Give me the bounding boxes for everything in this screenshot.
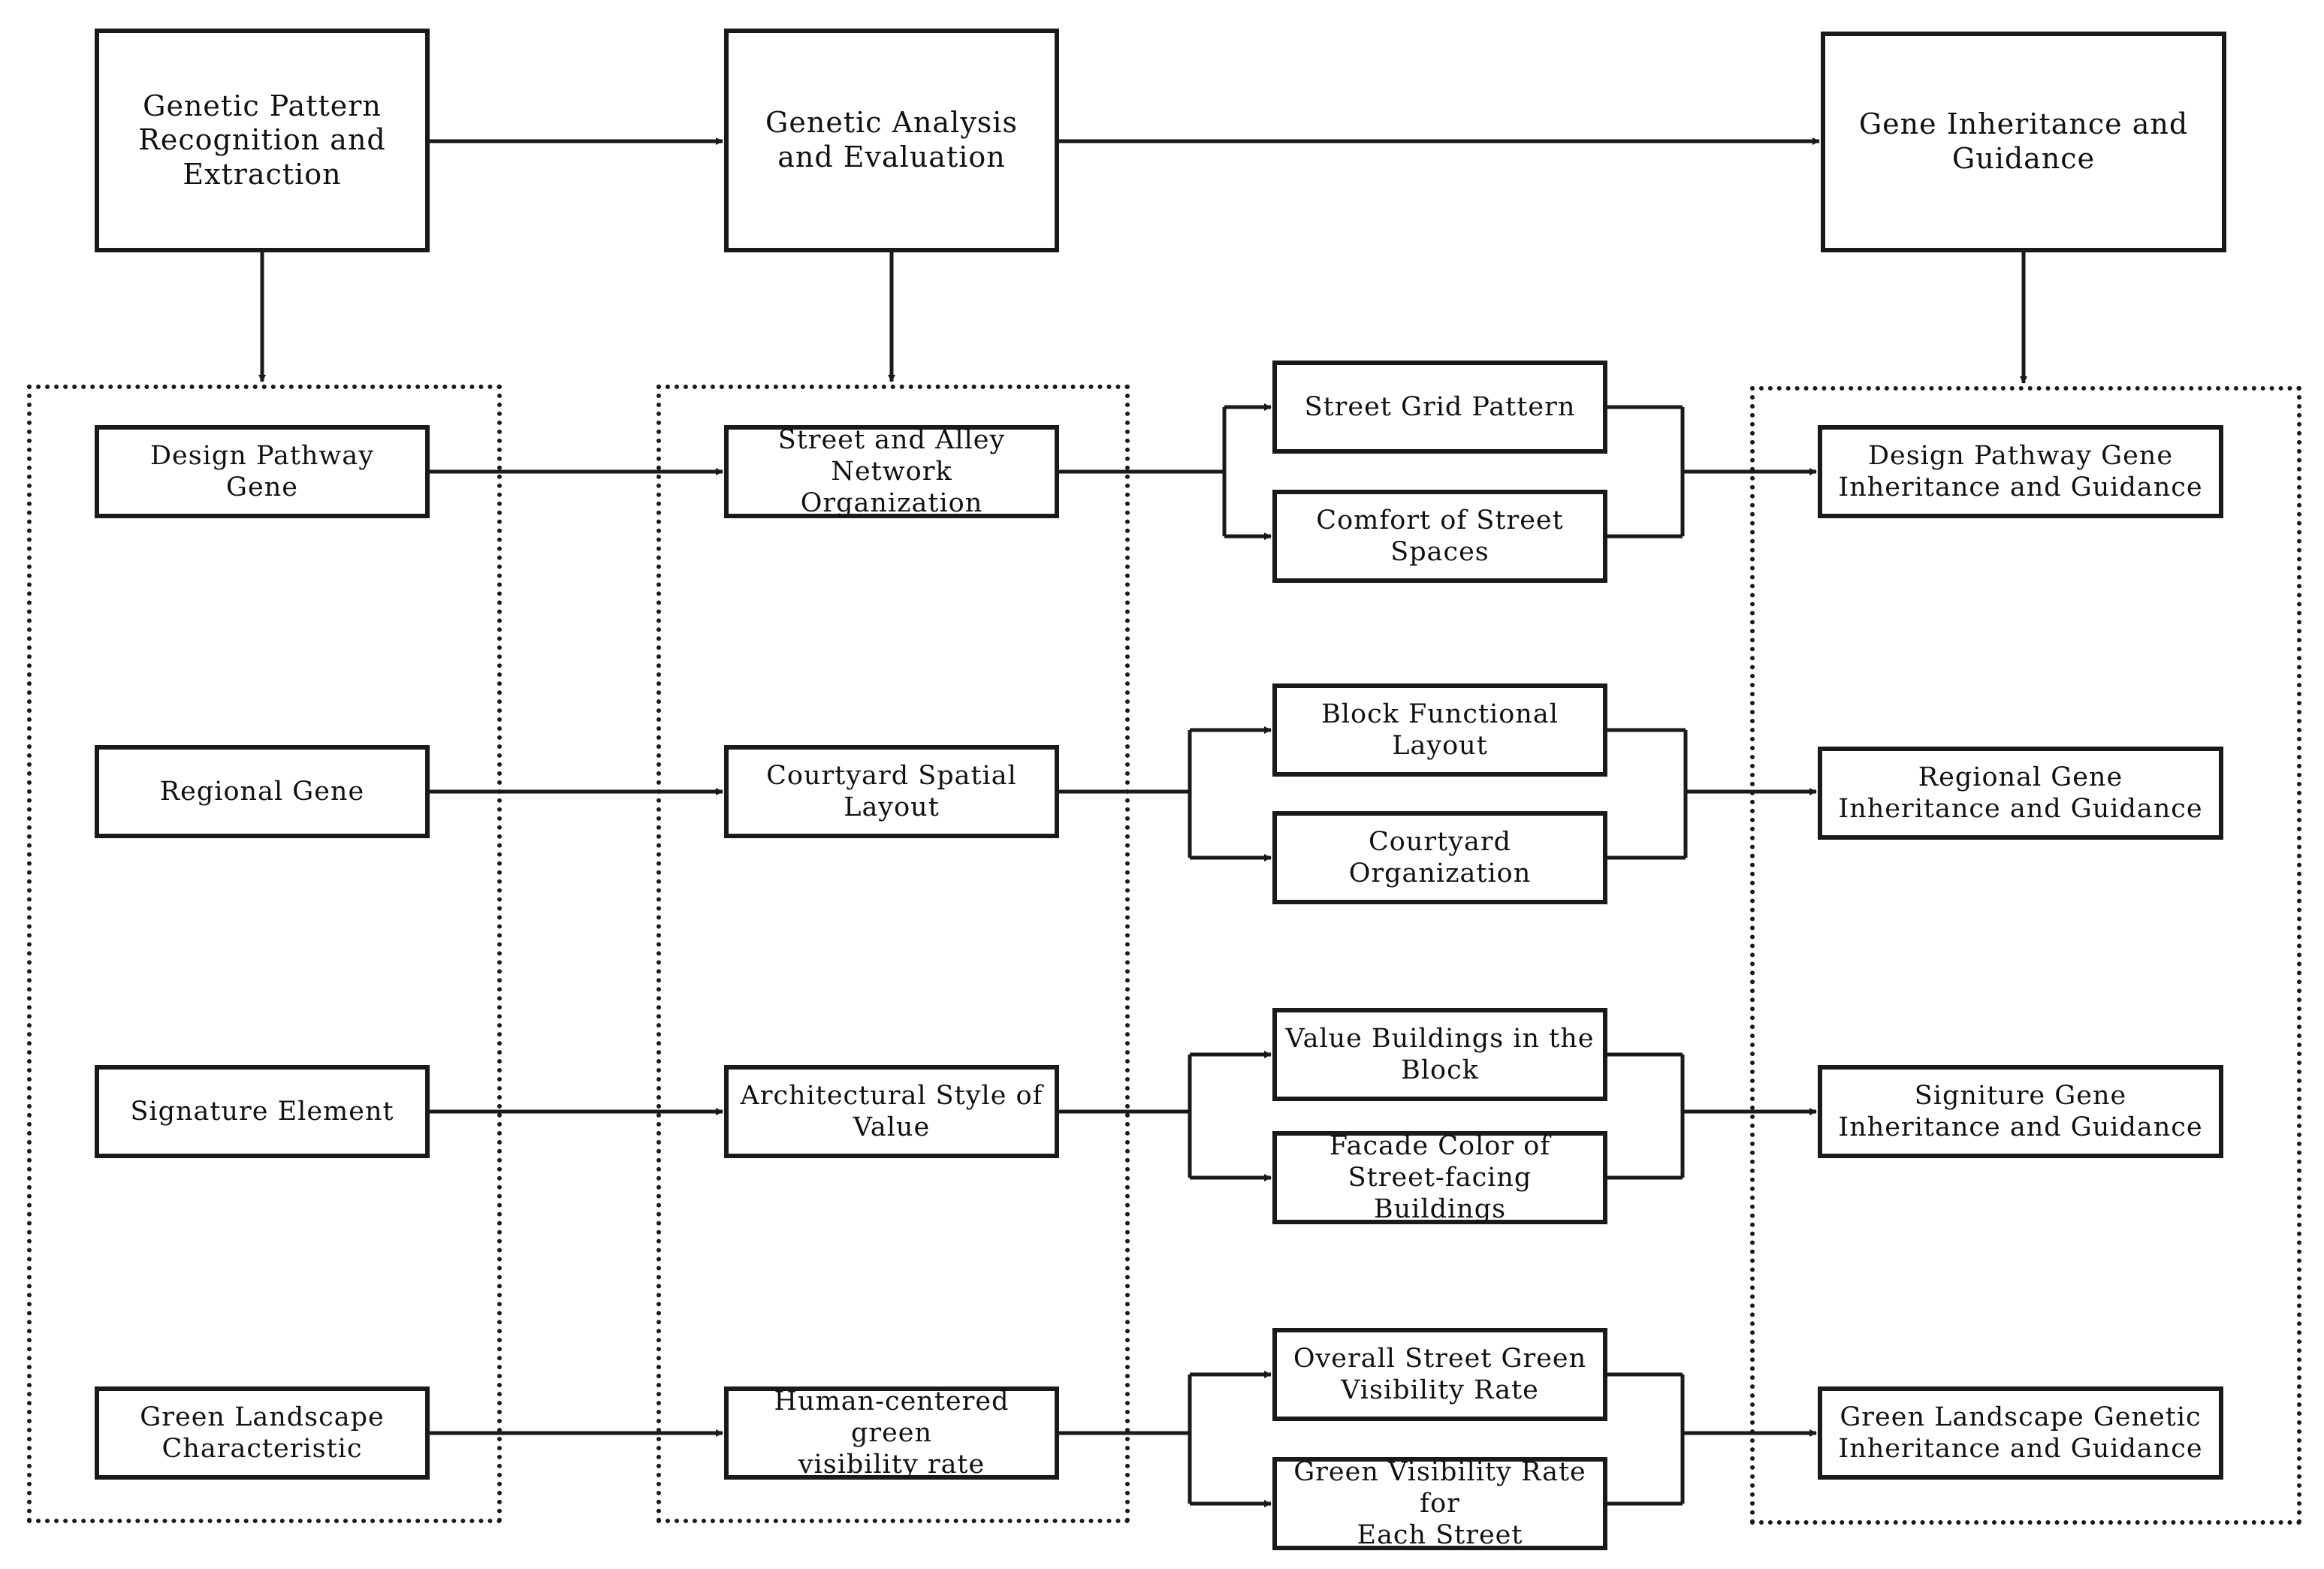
block-functional-layout-box: Block Functional Layout — [1272, 683, 1607, 777]
green-landscape-box: Green Landscape Characteristic — [95, 1386, 430, 1480]
courtyard-organization-label: Courtyard Organization — [1348, 827, 1532, 889]
green-landscape-label: Green Landscape Characteristic — [140, 1402, 385, 1464]
evaluation-box: Genetic Analysis and Evaluation — [724, 29, 1059, 252]
signiture-guidance-box: Signiture Gene Inheritance and Guidance — [1818, 1065, 2223, 1158]
green-visibility-rate-box: Human-centered green visibility rate — [724, 1386, 1059, 1480]
regional-gene-box: Regional Gene — [95, 745, 430, 838]
facade-color-box: Facade Color of Street-facing Buildings — [1272, 1131, 1607, 1224]
green-visibility-rate-label: Human-centered green visibility rate — [774, 1386, 1010, 1480]
extraction-box: Genetic Pattern Recognition and Extracti… — [95, 29, 430, 252]
regional-guidance-box: Regional Gene Inheritance and Guidance — [1818, 747, 2223, 840]
signiture-guidance-label: Signiture Gene Inheritance and Guidance — [1838, 1081, 2203, 1142]
guidance-box: Gene Inheritance and Guidance — [1821, 32, 2226, 252]
courtyard-spatial-layout-label: Courtyard Spatial Layout — [766, 761, 1017, 822]
courtyard-organization-box: Courtyard Organization — [1272, 811, 1607, 904]
design-pathway-guidance-box: Design Pathway Gene Inheritance and Guid… — [1818, 425, 2223, 518]
signature-element-label: Signature Element — [130, 1097, 394, 1127]
evaluation-label: Genetic Analysis and Evaluation — [765, 106, 1018, 173]
value-buildings-label: Value Buildings in the Block — [1285, 1024, 1595, 1085]
design-pathway-gene-box: Design Pathway Gene — [95, 425, 430, 518]
evaluation-group-frame — [656, 385, 1130, 1523]
signature-element-box: Signature Element — [95, 1065, 430, 1158]
green-landscape-guidance-label: Green Landscape Genetic Inheritance and … — [1838, 1402, 2203, 1464]
street-alley-network-box: Street and Alley Network Organization — [724, 425, 1059, 518]
overall-street-green-box: Overall Street Green Visibility Rate — [1272, 1328, 1607, 1421]
gene-group-frame — [27, 385, 502, 1523]
street-alley-network-label: Street and Alley Network Organization — [777, 425, 1006, 518]
value-buildings-box: Value Buildings in the Block — [1272, 1008, 1607, 1101]
guidance-label: Gene Inheritance and Guidance — [1858, 107, 2189, 175]
overall-street-green-label: Overall Street Green Visibility Rate — [1293, 1344, 1587, 1405]
design-pathway-guidance-label: Design Pathway Gene Inheritance and Guid… — [1838, 441, 2203, 502]
regional-gene-label: Regional Gene — [159, 777, 365, 807]
design-pathway-gene-label: Design Pathway Gene — [149, 441, 375, 502]
architectural-style-box: Architectural Style of Value — [724, 1065, 1059, 1158]
facade-color-label: Facade Color of Street-facing Buildings — [1329, 1131, 1551, 1224]
comfort-street-spaces-box: Comfort of Street Spaces — [1272, 490, 1607, 583]
guidance-group-frame — [1750, 386, 2301, 1525]
courtyard-spatial-layout-box: Courtyard Spatial Layout — [724, 745, 1059, 838]
extraction-label: Genetic Pattern Recognition and Extracti… — [138, 89, 386, 191]
green-each-street-box: Green Visibility Rate for Each Street — [1272, 1457, 1607, 1550]
street-grid-pattern-box: Street Grid Pattern — [1272, 361, 1607, 454]
regional-guidance-label: Regional Gene Inheritance and Guidance — [1838, 762, 2203, 824]
block-functional-layout-label: Block Functional Layout — [1321, 699, 1559, 761]
green-landscape-guidance-box: Green Landscape Genetic Inheritance and … — [1818, 1386, 2223, 1480]
architectural-style-label: Architectural Style of Value — [740, 1081, 1043, 1142]
street-grid-pattern-label: Street Grid Pattern — [1304, 392, 1576, 422]
green-each-street-label: Green Visibility Rate for Each Street — [1293, 1457, 1586, 1550]
comfort-street-spaces-label: Comfort of Street Spaces — [1316, 505, 1564, 567]
